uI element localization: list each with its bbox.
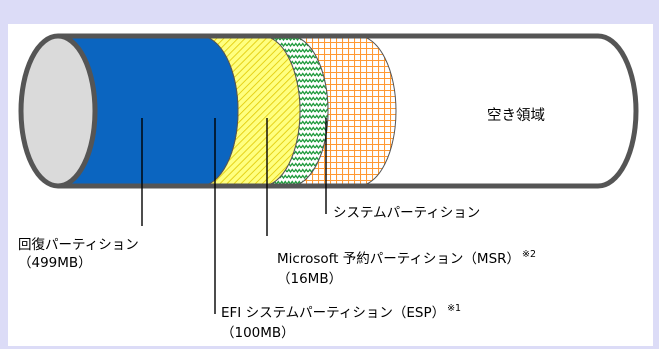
recovery-partition-size: （499MB） [18, 255, 92, 271]
efi-partition-label: EFI システムパーティション（ESP）※1 （100MB） [221, 303, 462, 342]
partition-recovery [58, 36, 239, 186]
system-partition-label: システムパーティション [333, 204, 480, 222]
efi-partition-name: EFI システムパーティション（ESP） [221, 305, 446, 321]
msr-partition-size: （16MB） [277, 271, 343, 287]
msr-partition-label: Microsoft 予約パーティション（MSR）※2 （16MB） [277, 249, 537, 288]
recovery-partition-label: 回復パーティション （499MB） [18, 236, 139, 272]
cylinder-end-cap [18, 33, 98, 189]
efi-note-marker: ※1 [447, 303, 462, 314]
free-space-label: 空き領域 [487, 108, 545, 124]
msr-note-marker: ※2 [522, 249, 537, 260]
msr-partition-name: Microsoft 予約パーティション（MSR） [277, 251, 521, 267]
recovery-partition-name: 回復パーティション [18, 237, 139, 253]
efi-partition-size: （100MB） [221, 325, 295, 341]
system-partition-name: システムパーティション [333, 205, 481, 221]
